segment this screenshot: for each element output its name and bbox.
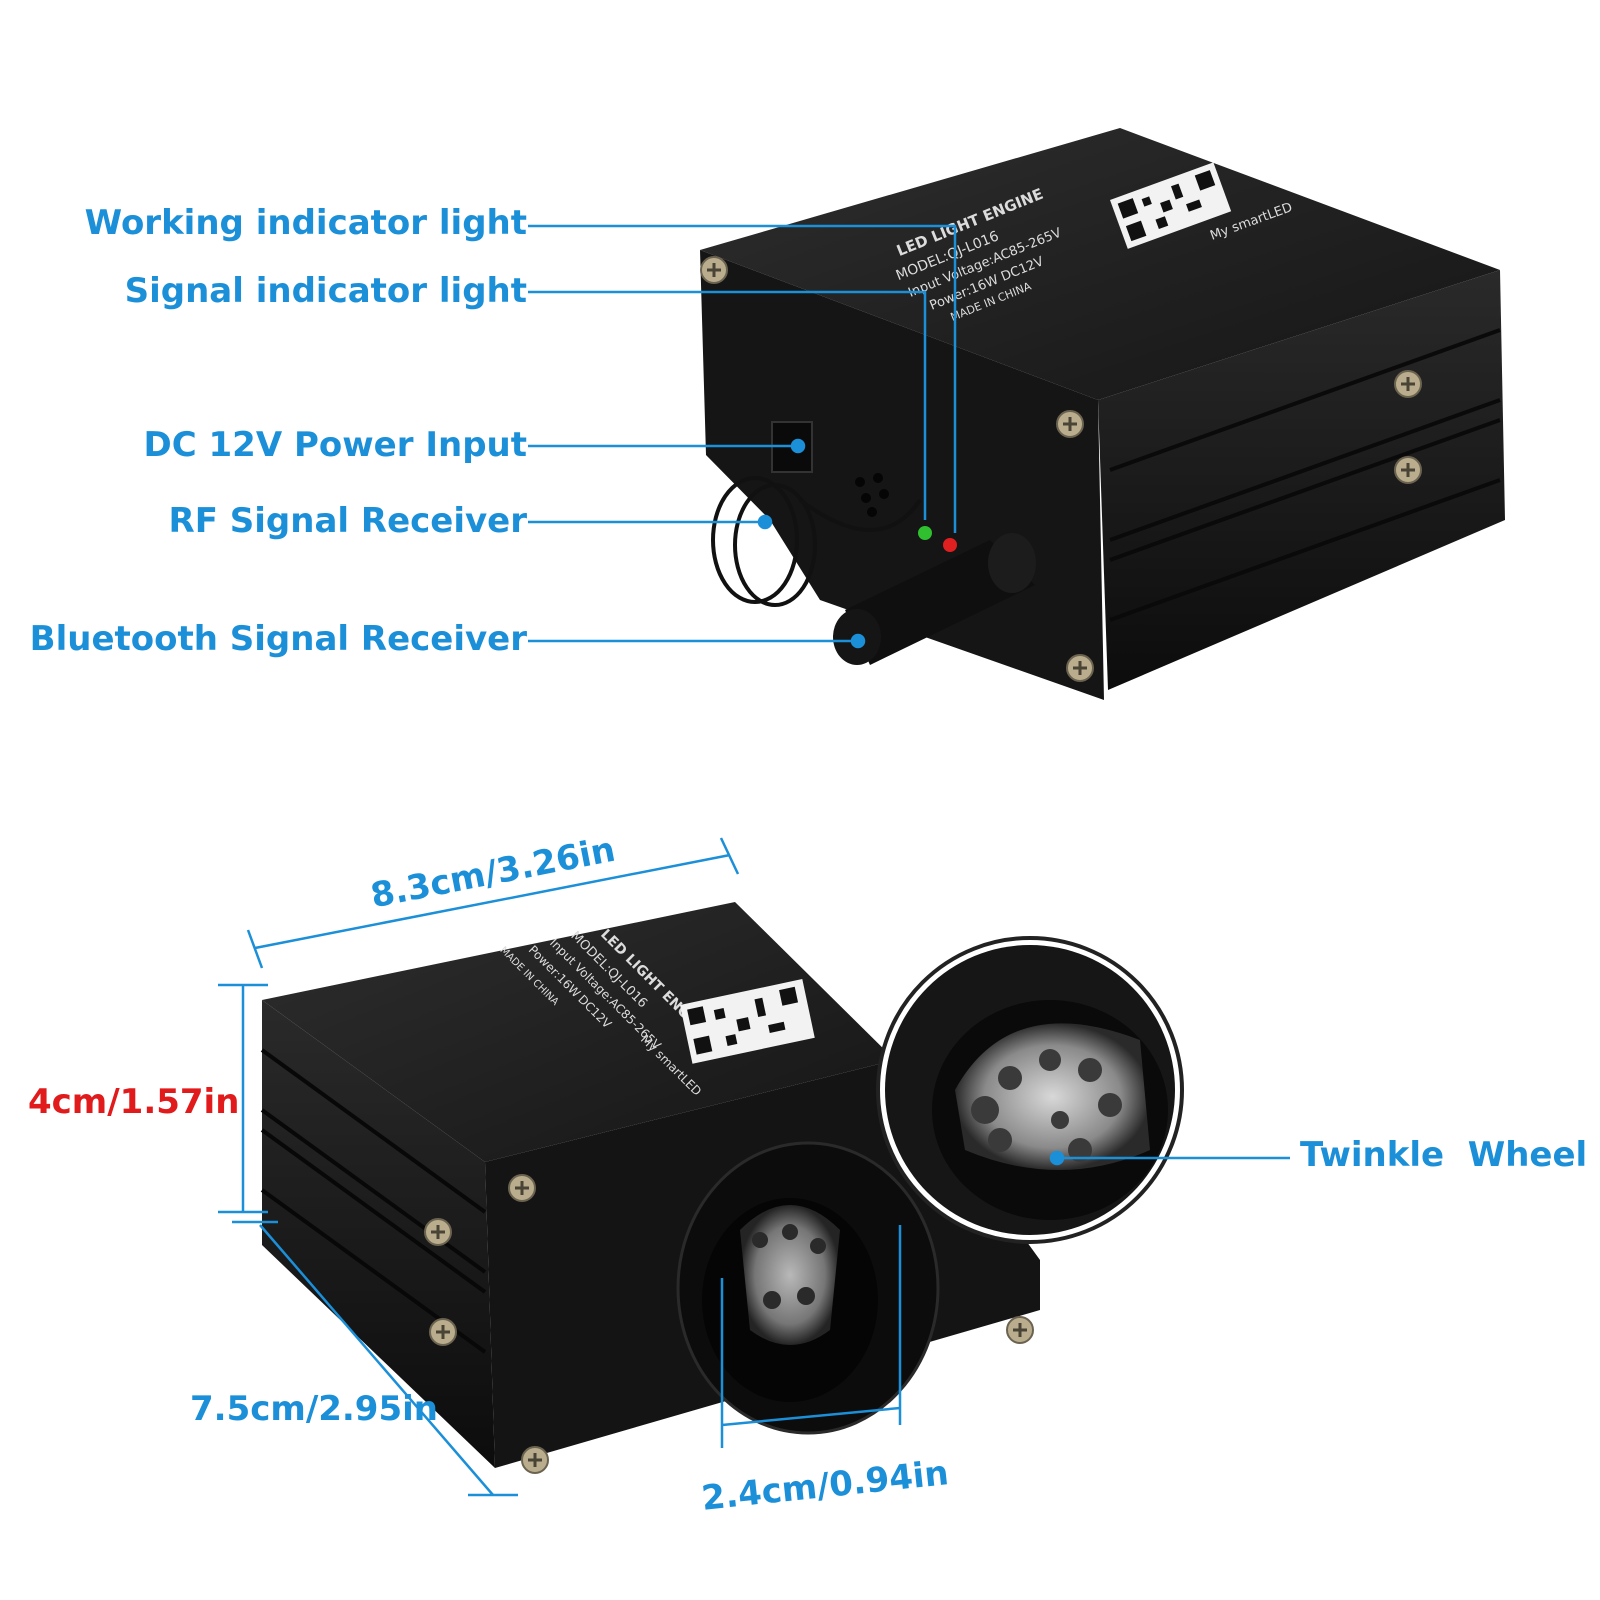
twinkle-leader-line: [1049, 1150, 1290, 1166]
twinkle-wheel-magnifier: [876, 936, 1184, 1244]
bottom-device-screw-4: [1005, 1315, 1035, 1345]
top-device-screw-4: [1393, 455, 1423, 485]
top-device-screw-2: [1055, 409, 1085, 439]
callout-bluetooth-receiver: Bluetooth Signal Receiver: [29, 619, 527, 659]
bottom-device-screw-1: [507, 1173, 537, 1203]
dimension-height: 4cm/1.57in: [28, 1082, 240, 1122]
led-green-icon: [918, 526, 932, 540]
callout-dc-power: DC 12V Power Input: [143, 425, 527, 465]
callout-rf-receiver: RF Signal Receiver: [168, 501, 527, 541]
top-device-screw-3: [1393, 369, 1423, 399]
bottom-device-screw-5: [520, 1445, 550, 1475]
top-device-top-face: [700, 128, 1500, 400]
top-device-screw-5: [1065, 653, 1095, 683]
top-device-qr-code: [1110, 162, 1232, 249]
callout-working-indicator: Working indicator light: [84, 203, 527, 243]
lens-barrel: [676, 1141, 940, 1435]
callout-twinkle-wheel: Twinkle Wheel: [1300, 1135, 1588, 1175]
callout-signal-indicator: Signal indicator light: [124, 271, 527, 311]
dimension-lines: [218, 837, 902, 1497]
top-device-screw-1: [699, 255, 729, 285]
top-device: LED LIGHT ENGINE MODEL:QJ-L016 Input Vol…: [699, 128, 1505, 700]
top-leader-lines: [528, 224, 957, 649]
led-red-icon: [943, 538, 957, 552]
bottom-device-screw-2: [423, 1217, 453, 1247]
bottom-device-side-face: [262, 1000, 495, 1468]
speaker-holes: [855, 473, 889, 517]
bottom-device-qr-code: [680, 979, 815, 1064]
bottom-device-screw-3: [428, 1317, 458, 1347]
bottom-device-top-face: [262, 902, 895, 1162]
rf-antenna-coil: [711, 476, 922, 607]
top-device-fins: [1109, 328, 1501, 622]
dimension-depth: 7.5cm/2.95in: [190, 1389, 438, 1429]
